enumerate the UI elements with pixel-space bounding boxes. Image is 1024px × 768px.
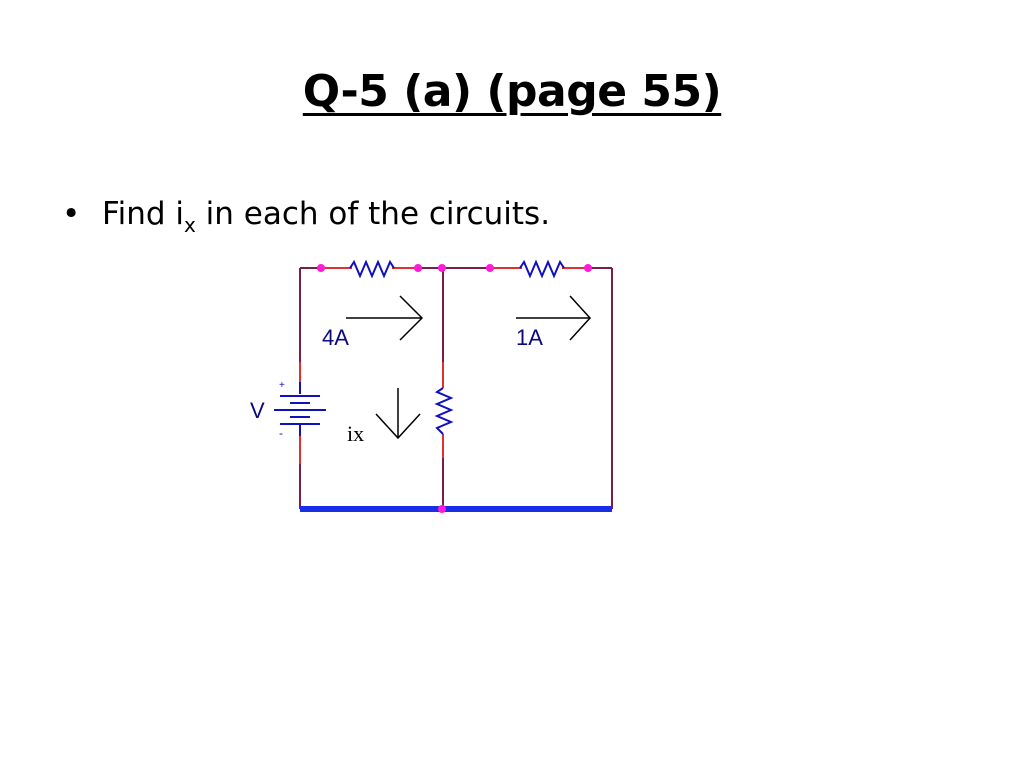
current-label-4a: 4A bbox=[322, 325, 349, 350]
wire-highlight-segments bbox=[299, 267, 588, 464]
node-dot bbox=[584, 264, 592, 272]
bullet-dot: • bbox=[62, 196, 81, 232]
node-dot bbox=[317, 264, 325, 272]
circuit-nodes bbox=[317, 264, 592, 513]
node-dot bbox=[438, 505, 446, 513]
source-minus-sign: - bbox=[279, 426, 283, 440]
bullet-text-end: in each of the circuits. bbox=[195, 196, 551, 232]
battery-icon bbox=[274, 382, 326, 436]
arrow-right-icon bbox=[346, 295, 424, 341]
circuit-diagram: 4A 1A V + - ix bbox=[250, 259, 613, 513]
node-dot bbox=[486, 264, 494, 272]
arrow-right-icon bbox=[516, 295, 592, 341]
circuit-wires bbox=[299, 267, 613, 509]
source-plus-sign: + bbox=[279, 380, 285, 391]
current-label-1a: 1A bbox=[516, 325, 543, 350]
bullet-subscript: x bbox=[183, 213, 196, 237]
source-label-v: V bbox=[250, 398, 265, 423]
current-label-ix: ix bbox=[347, 421, 364, 446]
top-right-resistor bbox=[519, 259, 565, 279]
bullet-text-start: Find i bbox=[102, 196, 184, 232]
current-arrows bbox=[346, 295, 592, 440]
node-dot bbox=[438, 264, 446, 272]
top-left-resistor bbox=[349, 259, 395, 279]
node-dot bbox=[414, 264, 422, 272]
middle-resistor bbox=[434, 387, 454, 435]
bullet-item: • Find ix in each of the circuits. bbox=[62, 192, 550, 247]
arrow-down-icon bbox=[375, 388, 421, 440]
slide-title: Q-5 (a) (page 55) bbox=[302, 66, 722, 117]
